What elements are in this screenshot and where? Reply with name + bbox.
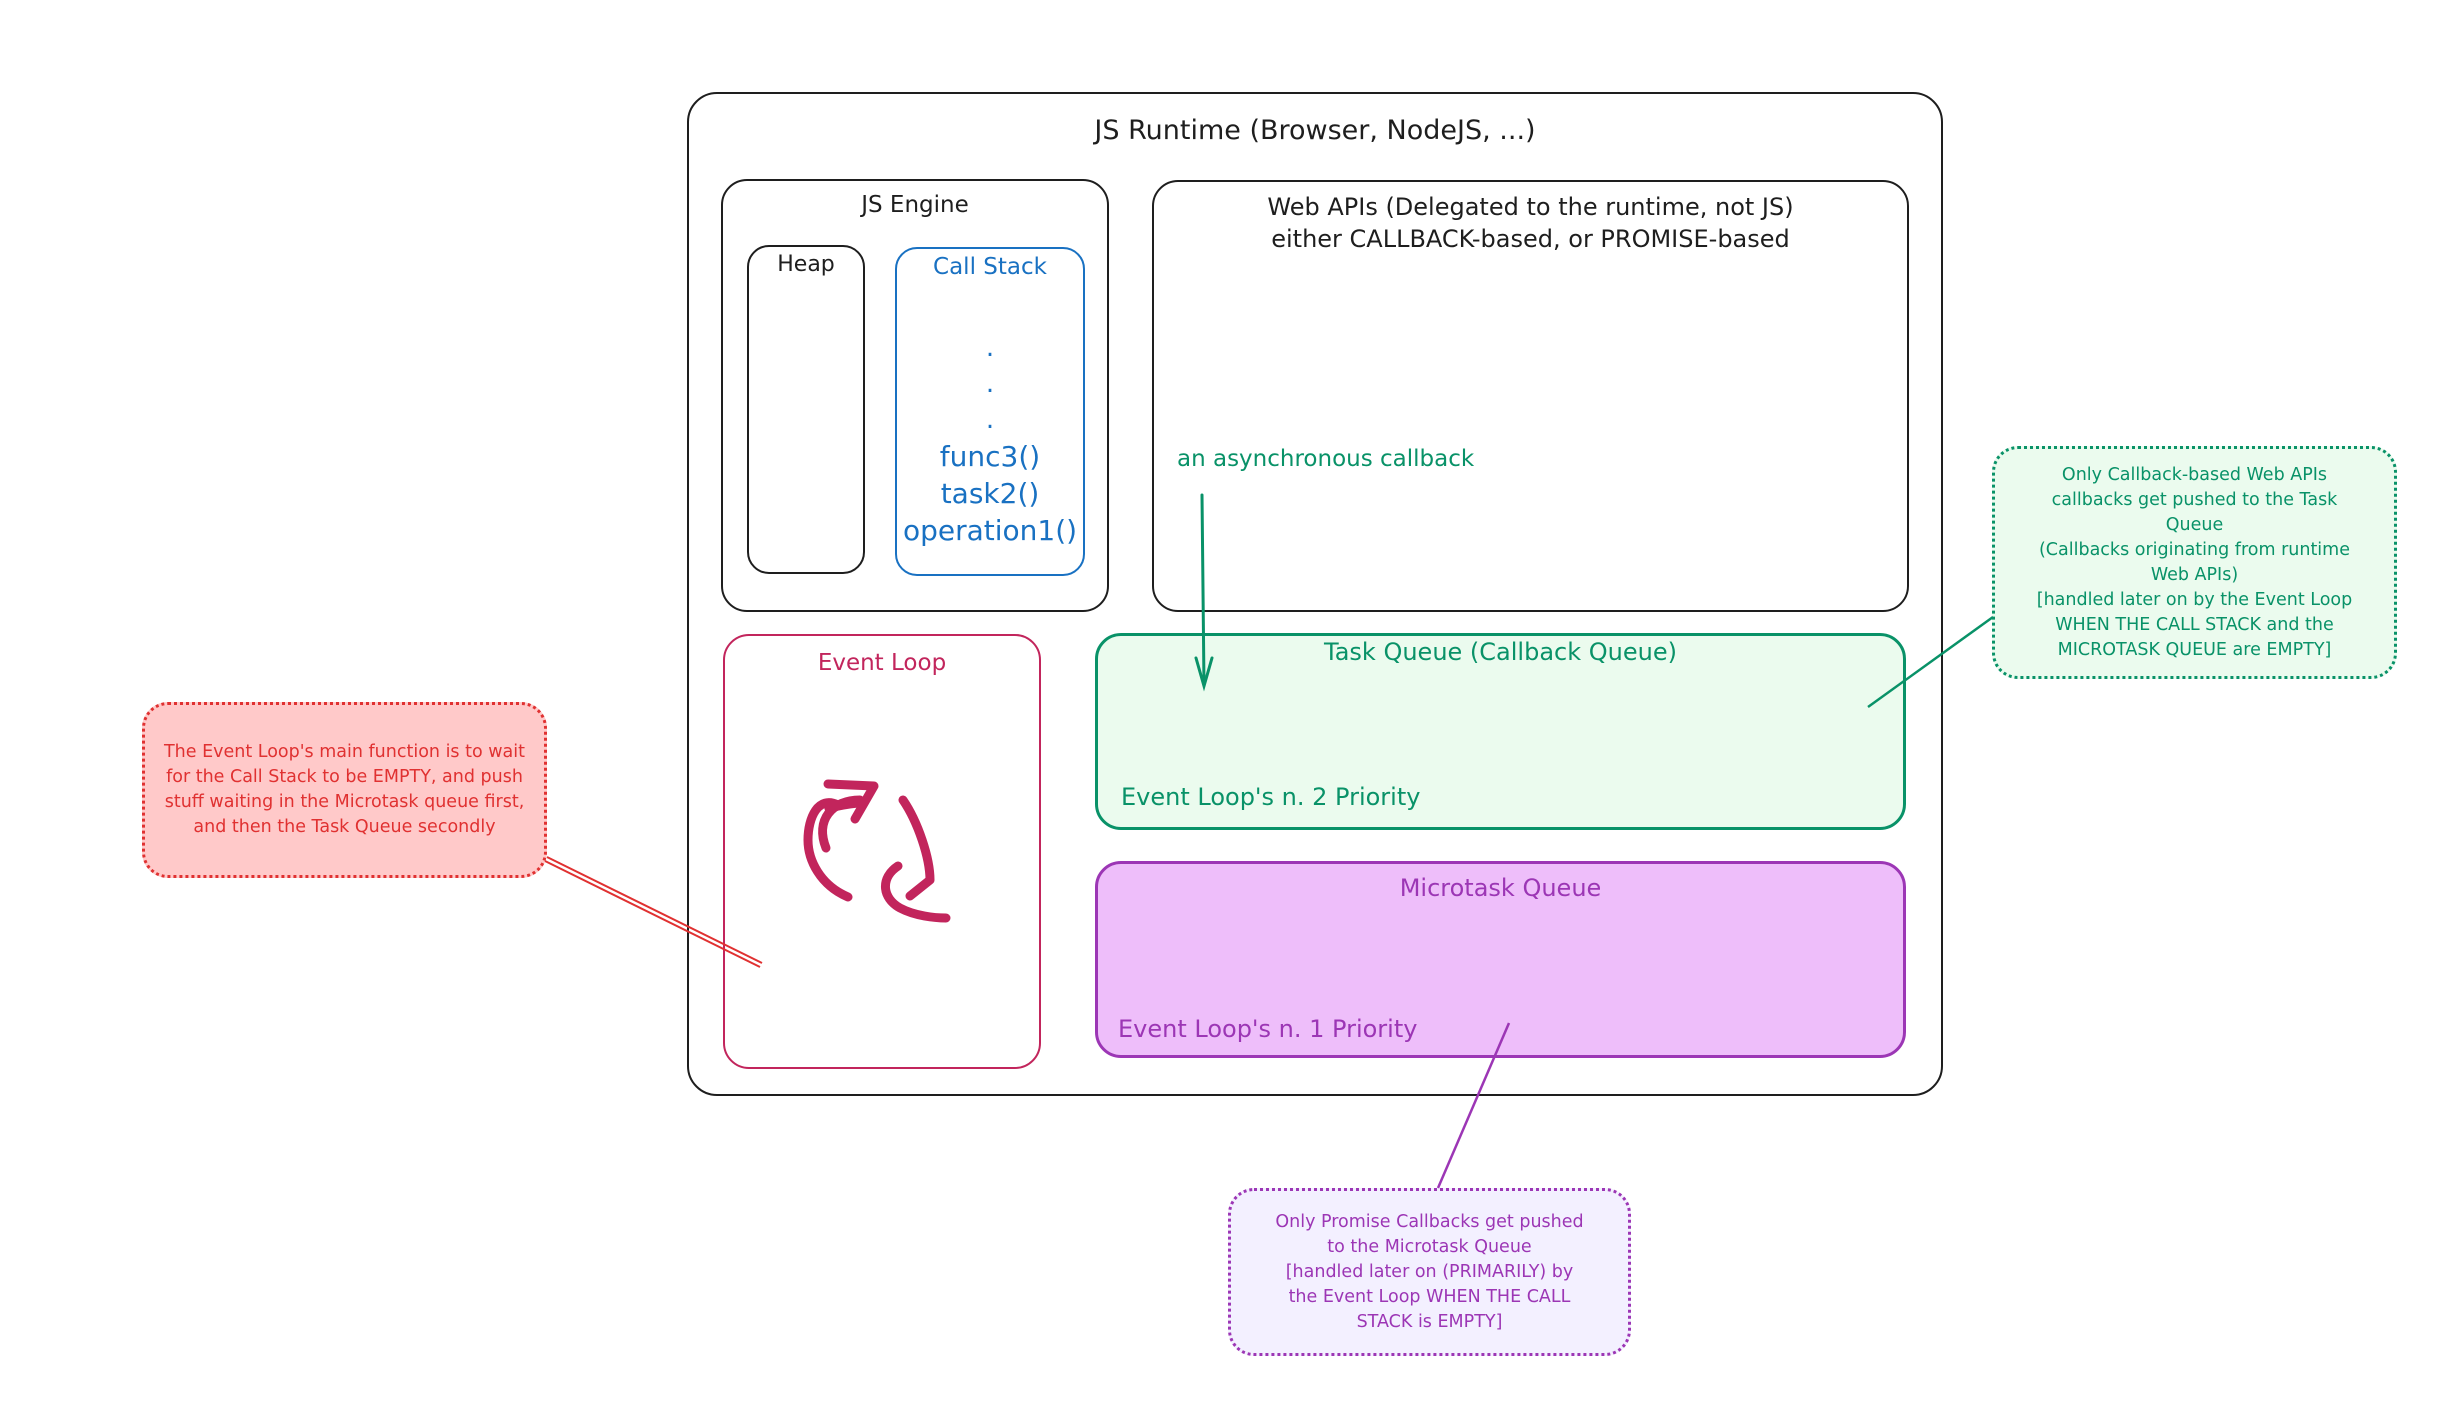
microtask-note-text: Only Promise Callbacks get pushed to the… [1275,1210,1583,1335]
web-apis-box [1152,180,1909,612]
microtask-note: Only Promise Callbacks get pushed to the… [1228,1188,1631,1356]
microtask-queue-priority: Event Loop's n. 1 Priority [1118,1015,1418,1043]
js-runtime-box [687,92,1943,1096]
js-engine-box [721,179,1109,612]
note-line: to the Microtask Queue [1327,1236,1532,1257]
note-line: (Callbacks originating from runtime [2038,539,2350,560]
microtask-queue-title: Microtask Queue [1399,874,1602,902]
heap-title: Heap [777,252,835,277]
note-line: callbacks get pushed to the Task [2051,489,2338,510]
js-engine-title: JS Engine [861,192,969,218]
stack-frame: task2() [940,477,1040,510]
task-queue-priority: Event Loop's n. 2 Priority [1121,783,1421,811]
task-queue-note-text: Only Callback-based Web APIs callbacks g… [2037,463,2352,663]
note-line: the Event Loop WHEN THE CALL [1288,1286,1571,1307]
web-apis-title-line1: Web APIs (Delegated to the runtime, not … [1267,193,1794,221]
event-loop-note-text: The Event Loop's main function is to wai… [163,742,526,837]
stack-frame: operation1() [902,514,1078,547]
js-runtime-title: JS Runtime (Browser, NodeJS, ...) [1094,115,1536,146]
note-line: MICROTASK QUEUE are EMPTY] [2057,639,2332,660]
note-line: Queue [2165,514,2224,535]
stack-ellipsis-dot: . [985,333,995,363]
stack-frame: func3() [939,440,1041,473]
stack-ellipsis-dot: . [985,369,995,399]
event-loop-title: Event Loop [817,650,947,676]
note-line: Web APIs) [2150,564,2239,585]
task-queue-title: Task Queue (Callback Queue) [1324,638,1677,666]
event-loop-box [723,634,1041,1069]
call-stack-box [895,247,1085,576]
async-callback-label: an asynchronous callback [1177,446,1475,472]
event-loop-note: The Event Loop's main function is to wai… [142,702,547,878]
web-apis-title-line2: either CALLBACK-based, or PROMISE-based [1271,225,1790,253]
note-line: Only Callback-based Web APIs [2061,464,2328,485]
stack-ellipsis-dot: . [985,405,995,435]
call-stack-items: . . . func3() task2() operation1() [895,330,1085,549]
heap-box [747,245,865,574]
note-line: [handled later on by the Event Loop [2036,589,2353,610]
note-line: [handled later on (PRIMARILY) by [1285,1261,1574,1282]
task-queue-note: Only Callback-based Web APIs callbacks g… [1992,446,2397,679]
call-stack-title: Call Stack [933,254,1047,280]
note-line: WHEN THE CALL STACK and the [2055,614,2334,635]
note-line: STACK is EMPTY] [1356,1311,1503,1332]
note-line: Only Promise Callbacks get pushed [1275,1211,1584,1232]
task-queue-box [1095,633,1906,830]
